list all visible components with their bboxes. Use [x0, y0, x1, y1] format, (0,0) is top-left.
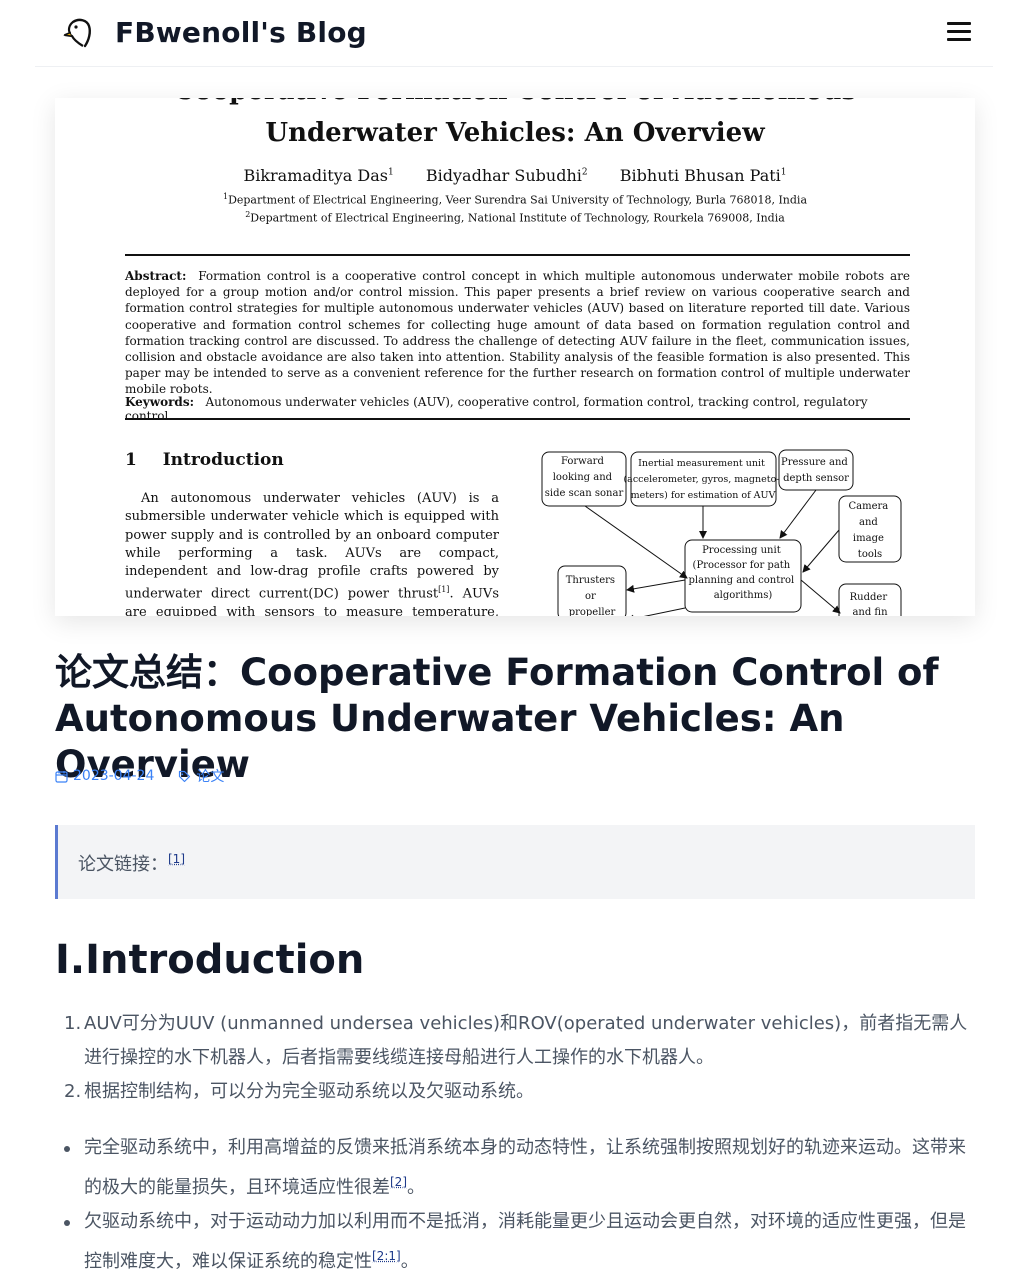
diagram-label: Processing unit — [702, 545, 781, 556]
svg-text:Forward looking and: Forward looking and side scan sonar — [545, 456, 624, 499]
affiliation-sup: 2 — [245, 210, 251, 219]
paper-title-line-1: Cooperative Formation Control of Autonom… — [55, 98, 975, 106]
camera-box — [838, 495, 902, 563]
svg-text:Rudder and fin: Rudder and fin — [850, 592, 891, 616]
diagram-label: or — [585, 591, 596, 602]
diagram-label: propeller — [569, 607, 616, 616]
paper-link-blockquote: 论文链接：[1] — [55, 825, 975, 899]
forward-sonar-box — [541, 451, 627, 507]
list-item-tail: 。 — [400, 1251, 419, 1272]
svg-text:Camera and image: Camera and image tools — [849, 501, 892, 560]
diagram-label: image — [853, 533, 884, 544]
diagram-label: and — [859, 517, 878, 528]
paper-authors: Bikramaditya Das1 Bidyadhar Subudhi2 Bib… — [55, 166, 975, 185]
author-sup: 2 — [581, 167, 588, 178]
diagram-label: tools — [858, 549, 882, 560]
site-header: FBwenoll's Blog — [35, 0, 993, 67]
penguin-bird-icon[interactable] — [63, 16, 97, 50]
rudder-box — [838, 583, 902, 616]
footnote-ref-link[interactable]: [1] — [168, 852, 185, 866]
author-name: Bibhuti Bhusan Pati — [619, 166, 781, 185]
svg-text:Pressure and depth senso: Pressure and depth sensor — [781, 457, 851, 484]
list-item: 欠驱动系统中，对于运动动力加以利用而不是抵消，消耗能量更少且运动会更自然，对环境… — [64, 1205, 974, 1279]
affiliation-text: Department of Electrical Engineering, Ve… — [228, 193, 808, 207]
cover-image: Cooperative Formation Control of Autonom… — [55, 98, 975, 616]
section-number: 1 — [125, 450, 137, 470]
diagram-label: algorithms) — [714, 590, 773, 601]
list-number: 2. — [64, 1081, 82, 1102]
diagram-label: Inertial measurement unit — [638, 458, 765, 469]
post-meta: 2023-04-24 论文 — [55, 766, 248, 786]
list-item: 完全驱动系统中，利用高增益的反馈来抵消系统本身的动态特性，让系统强制按照规划好的… — [64, 1131, 974, 1205]
list-item-text: 根据控制结构，可以分为完全驱动系统以及欠驱动系统。 — [84, 1081, 534, 1102]
diagram-label: (Processor for path — [693, 560, 791, 571]
paper-intro-paragraph: An autonomous underwater vehicles (AUV) … — [125, 490, 499, 616]
paper-title-line-2: Underwater Vehicles: An Overview — [265, 118, 765, 148]
paper-abstract: Abstract: Formation control is a coopera… — [125, 268, 910, 398]
diagram-label: side scan sonar — [545, 488, 624, 499]
paper-affiliation: 2Department of Electrical Engineering, N… — [55, 210, 975, 225]
calendar-icon — [55, 770, 68, 783]
list-item-text: 完全驱动系统中，利用高增益的反馈来抵消系统本身的动态特性，让系统强制按照规划好的… — [84, 1137, 966, 1198]
post-date: 2023-04-24 — [55, 768, 154, 784]
diagram-label: Pressure and — [781, 457, 848, 468]
svg-text:Inertial measurement unit: Inertial measurement unit (accelerometer… — [623, 458, 782, 501]
diagram-label: Rudder — [850, 592, 888, 603]
section-heading-introduction: I.Introduction — [55, 937, 365, 983]
divider — [125, 418, 910, 420]
blockquote-text: 论文链接：[1] — [78, 850, 185, 876]
diagram-label: meters) for estimation of AUV — [631, 490, 776, 501]
bullet-dot — [64, 1220, 70, 1226]
diagram-label: looking and — [553, 472, 613, 483]
list-item: 2. 根据控制结构，可以分为完全驱动系统以及欠驱动系统。 — [64, 1075, 974, 1109]
author-sup: 1 — [387, 167, 394, 178]
abstract-text: Formation control is a cooperative contr… — [125, 269, 910, 397]
list-item: 1. AUV可分为UUV (unmanned undersea vehicles… — [64, 1007, 974, 1075]
diagram-label: Thrusters — [566, 575, 615, 586]
affiliation-text: Department of Electrical Engineering, Na… — [250, 211, 785, 225]
site-title[interactable]: FBwenoll's Blog — [115, 16, 367, 49]
list-number: 1. — [64, 1013, 82, 1034]
author-sup: 1 — [780, 167, 787, 178]
post-tag-link[interactable]: 论文 — [196, 769, 225, 785]
intro-text: . AUVs are equipped with sensors to meas… — [125, 586, 499, 616]
paper-section-heading: 1 Introduction — [125, 450, 284, 470]
author-name: Bikramaditya Das — [243, 166, 388, 185]
diagram-label: depth sensor — [783, 473, 849, 484]
post-tag[interactable]: 论文 — [178, 766, 224, 786]
divider — [125, 254, 910, 256]
author-name: Bidyadhar Subudhi — [425, 166, 582, 185]
diagram-label: and fin — [852, 607, 888, 616]
svg-text:Processing unit (Process: Processing unit (Processor for path plan… — [689, 545, 798, 601]
list-item-text: AUV可分为UUV (unmanned undersea vehicles)和R… — [84, 1013, 968, 1068]
diagram-label: (accelerometer, gyros, magneto- — [623, 474, 779, 485]
abstract-label: Abstract: — [125, 269, 187, 283]
pressure-sensor-box — [778, 449, 854, 491]
list-item-tail: 。 — [407, 1177, 425, 1198]
post-title: 论文总结：Cooperative Formation Control of Au… — [55, 651, 939, 786]
ordered-list: 1. AUV可分为UUV (unmanned undersea vehicles… — [64, 1007, 974, 1109]
section-title: Introduction — [162, 450, 284, 470]
hamburger-menu-icon[interactable] — [947, 22, 971, 44]
affiliation-sup: 1 — [222, 192, 229, 201]
auv-block-diagram: Forward looking and side scan sonar Iner… — [541, 449, 902, 616]
footnote-ref-link[interactable]: [2] — [390, 1175, 407, 1189]
list-item-text: 欠驱动系统中，对于运动动力加以利用而不是抵消，消耗能量更少且运动会更自然，对环境… — [84, 1211, 966, 1272]
intro-text: An autonomous underwater vehicles (AUV) … — [125, 491, 499, 602]
svg-text:Thrusters or prope: Thrusters or propeller — [566, 575, 619, 616]
diagram-label: Forward — [561, 456, 604, 467]
paper-link-label: 论文链接： — [78, 854, 168, 875]
post-date-text: 2023-04-24 — [73, 768, 155, 784]
thrusters-box — [557, 565, 627, 616]
bullet-dot — [64, 1146, 70, 1152]
diagram-label: Camera — [849, 501, 889, 512]
bullet-list: 完全驱动系统中，利用高增益的反馈来抵消系统本身的动态特性，让系统强制按照规划好的… — [64, 1131, 974, 1279]
keywords-label: Keywords: — [125, 395, 195, 409]
paper-affiliation: 1Department of Electrical Engineering, V… — [55, 192, 975, 207]
tag-icon — [179, 770, 191, 782]
intro-ref: [1] — [438, 585, 450, 595]
diagram-label: planning and control — [689, 575, 795, 586]
footnote-ref-link[interactable]: [2:1] — [372, 1249, 401, 1263]
